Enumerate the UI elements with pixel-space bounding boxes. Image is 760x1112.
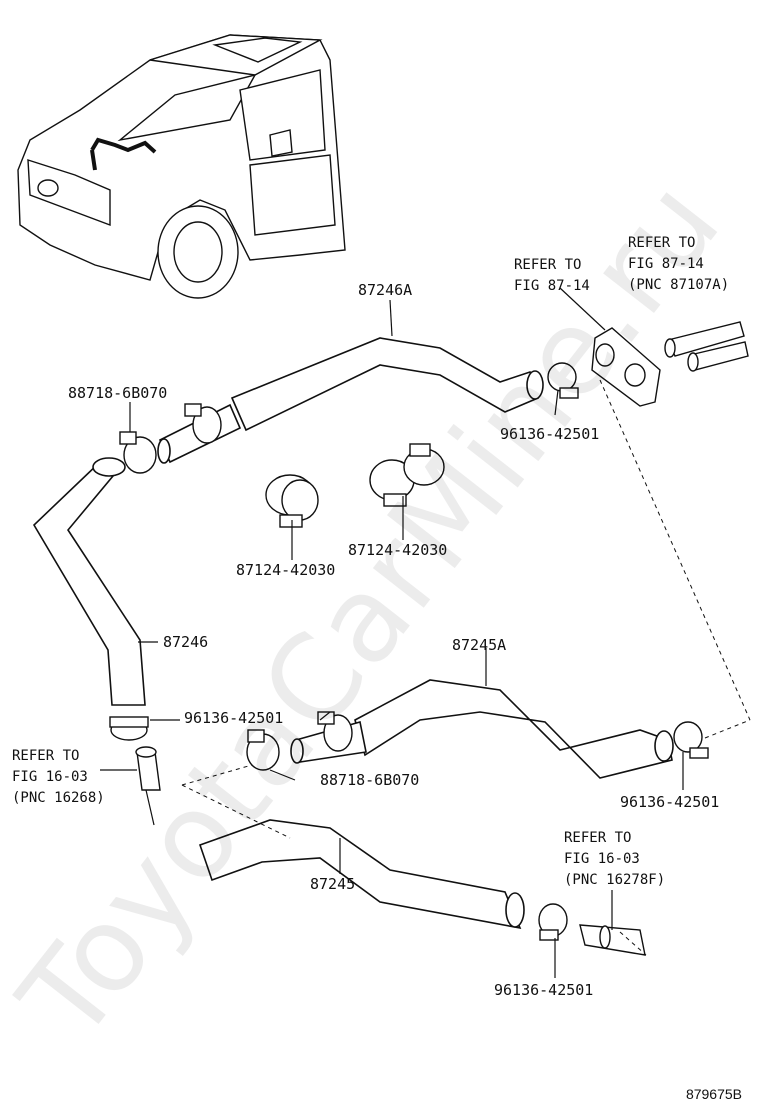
clamp-96136-a-icon <box>547 362 577 392</box>
label-88718-mid: 88718-6B070 <box>320 771 420 789</box>
vehicle-illustration <box>17 34 346 299</box>
label-96136-d: 96136-42501 <box>494 981 594 999</box>
label-87246: 87246 <box>163 633 209 651</box>
label-87246a: 87246A <box>358 281 413 299</box>
ref-fig-87-14-right: REFER TO FIG 87-14 (PNC 87107A) <box>628 235 730 293</box>
label-87124-a: 87124-42030 <box>236 561 336 579</box>
hose-87245a <box>354 679 673 779</box>
hose-87245-end <box>505 892 525 928</box>
pipe-left <box>135 746 161 826</box>
hose-87246a-end <box>526 370 544 400</box>
hose-87245a-end <box>654 730 674 762</box>
pipe-stub-top-end <box>157 438 171 464</box>
hose-87245 <box>198 819 522 930</box>
label-96136-a: 96136-42501 <box>500 425 600 443</box>
hose-87246 <box>32 461 146 706</box>
clamp-88718-top-icon <box>123 436 157 474</box>
label-87245: 87245 <box>310 875 356 893</box>
label-96136-c: 96136-42501 <box>620 793 720 811</box>
hose-87246a <box>230 337 539 432</box>
ref-fig-16-03-right: REFER TO FIG 16-03 (PNC 16278F) <box>564 830 666 888</box>
clamp-96136-c-icon <box>673 721 703 753</box>
pipe-stub-mid-end <box>290 738 304 764</box>
hose-87246-end <box>92 457 126 477</box>
diagram-id: 879675B <box>685 1086 742 1102</box>
label-87124-b: 87124-42030 <box>348 541 448 559</box>
clamp-88718-top-tab <box>119 431 137 445</box>
leader-lines <box>100 287 684 978</box>
label-96136-b: 96136-42501 <box>184 709 284 727</box>
pipe-top-right <box>664 321 749 372</box>
pipe-bottom-right <box>579 924 646 956</box>
label-87245a: 87245A <box>452 636 507 654</box>
label-88718-top: 88718-6B070 <box>68 384 168 402</box>
ref-fig-87-14-mid: REFER TO FIG 87-14 <box>514 257 590 294</box>
ref-fig-16-03-left: REFER TO FIG 16-03 (PNC 16268) <box>12 748 105 806</box>
gasket-plate-icon <box>591 327 661 407</box>
dashed-guides <box>181 379 751 956</box>
